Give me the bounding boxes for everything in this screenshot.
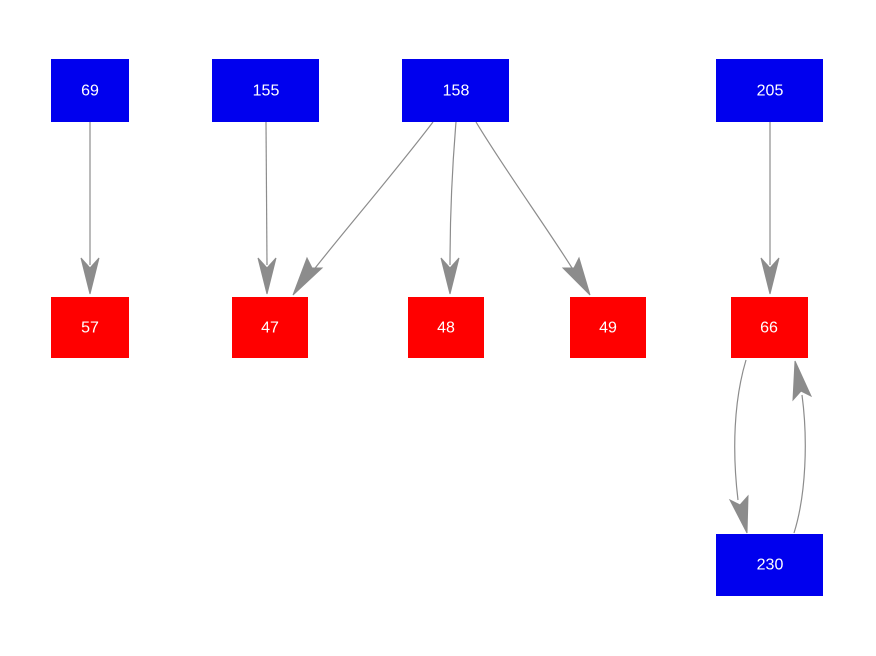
- node-label: 158: [443, 83, 470, 100]
- node-box: [731, 297, 808, 358]
- node-label: 205: [757, 83, 784, 100]
- node-box: [716, 59, 823, 122]
- node-230[interactable]: 230: [716, 534, 823, 596]
- node-group: 69 155 158 205 57 47 48 49: [51, 59, 823, 596]
- node-label: 230: [757, 557, 784, 574]
- node-49[interactable]: 49: [570, 297, 646, 358]
- node-box: [232, 297, 308, 358]
- edge-155-to-47: [257, 121, 277, 295]
- node-57[interactable]: 57: [51, 297, 129, 358]
- node-label: 57: [81, 320, 99, 337]
- node-label: 47: [261, 320, 279, 337]
- node-box: [570, 297, 646, 358]
- node-box: [51, 59, 129, 122]
- edge-66-to-230: [728, 359, 749, 534]
- edge-158-to-49: [475, 121, 591, 296]
- node-47[interactable]: 47: [232, 297, 308, 358]
- edge-group: [80, 121, 813, 534]
- node-box: [51, 297, 129, 358]
- edge-69-to-57: [80, 122, 100, 295]
- node-158[interactable]: 158: [402, 59, 509, 122]
- node-label: 49: [599, 320, 617, 337]
- node-box: [402, 59, 509, 122]
- edge-230-to-66: [792, 360, 813, 534]
- node-label: 155: [253, 83, 280, 100]
- edge-205-to-66: [760, 122, 780, 295]
- node-205[interactable]: 205: [716, 59, 823, 122]
- node-48[interactable]: 48: [408, 297, 484, 358]
- node-label: 48: [437, 320, 455, 337]
- node-box: [716, 534, 823, 596]
- node-box: [212, 59, 319, 122]
- node-155[interactable]: 155: [212, 59, 319, 122]
- node-66[interactable]: 66: [731, 297, 808, 358]
- node-label: 66: [760, 320, 778, 337]
- edge-158-to-47: [292, 121, 434, 296]
- node-label: 69: [81, 83, 99, 100]
- node-box: [408, 297, 484, 358]
- node-69[interactable]: 69: [51, 59, 129, 122]
- edge-158-to-48: [440, 121, 460, 295]
